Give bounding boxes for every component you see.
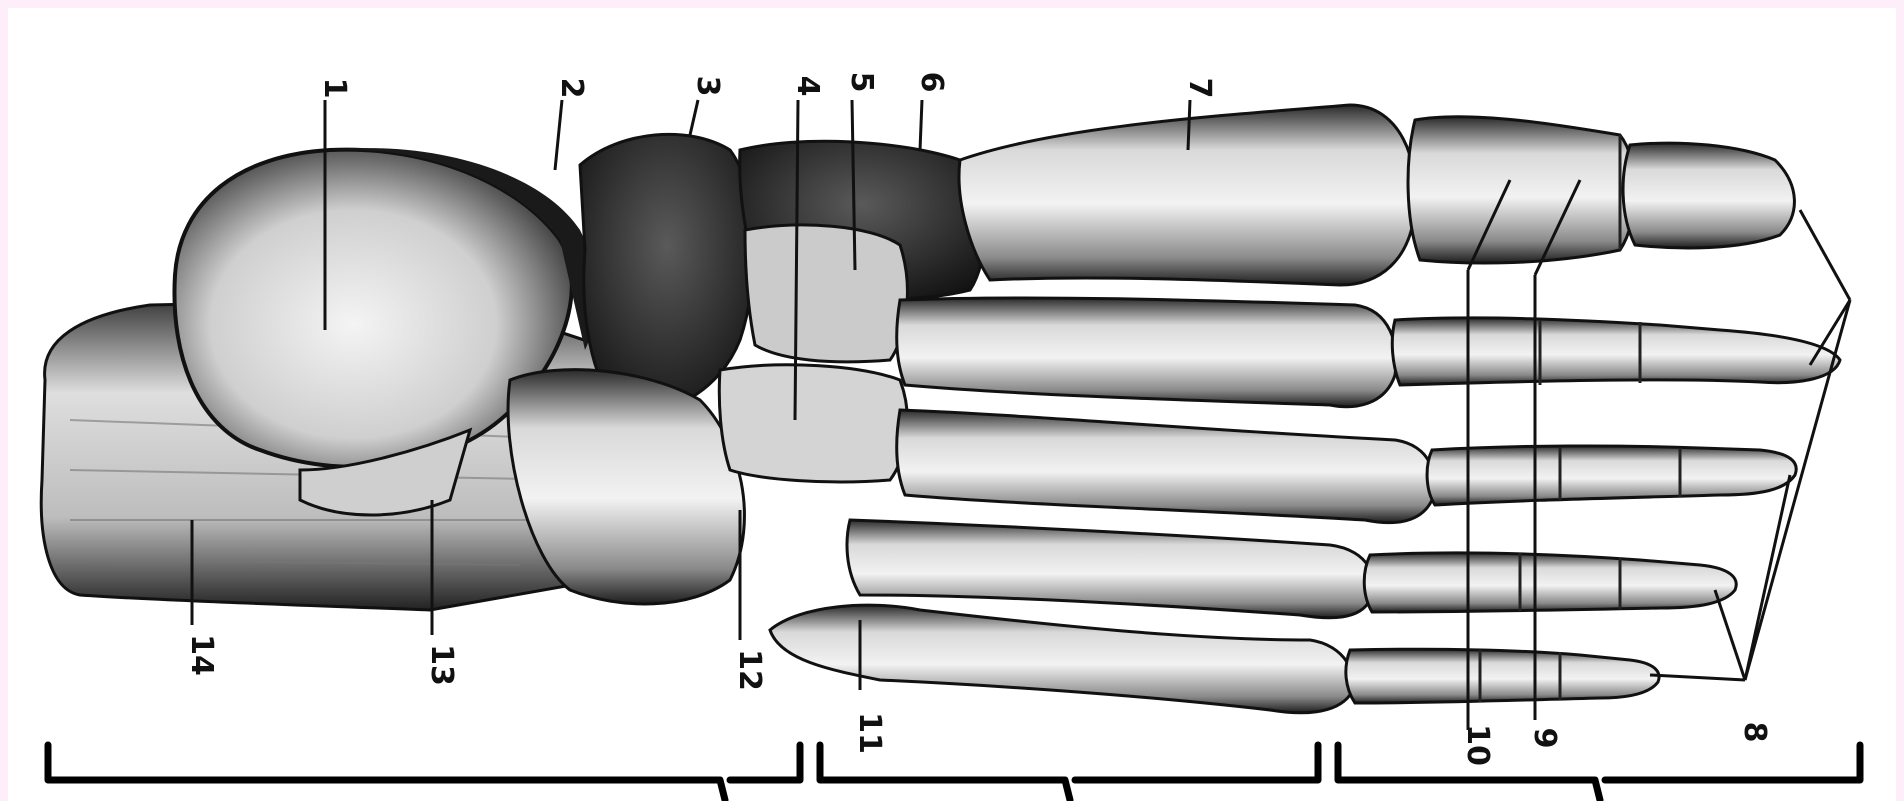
label-1: 1 xyxy=(317,78,352,99)
label-13: 13 xyxy=(424,644,459,686)
label-3: 3 xyxy=(690,76,725,97)
toe5-phalanges xyxy=(1346,649,1659,703)
label-8: 8 xyxy=(1737,722,1772,743)
bracket-phalanges xyxy=(1338,745,1860,800)
label-11: 11 xyxy=(852,712,887,754)
label-14: 14 xyxy=(184,634,219,676)
toe4-phalanges xyxy=(1364,553,1736,612)
label-4: 4 xyxy=(790,76,825,97)
toe2-phalanges xyxy=(1392,318,1840,385)
label-7: 7 xyxy=(1182,78,1217,99)
bracket-tarsus xyxy=(48,745,800,800)
label-10: 10 xyxy=(1460,724,1495,766)
metatarsal-3 xyxy=(897,410,1435,523)
lateral-cuneiform-bone xyxy=(719,365,907,482)
bracket-metatarsus xyxy=(820,745,1318,800)
label-6: 6 xyxy=(914,72,949,93)
label-9: 9 xyxy=(1527,728,1562,749)
metatarsal-5 xyxy=(770,605,1353,713)
label-2: 2 xyxy=(554,78,589,99)
label-12: 12 xyxy=(732,649,767,691)
metatarsal-2 xyxy=(897,298,1396,407)
intermediate-cuneiform-bone xyxy=(745,225,907,362)
metatarsal-4 xyxy=(847,520,1374,618)
hallux-proximal-phalanx xyxy=(1408,117,1635,263)
toe3-phalanges xyxy=(1427,446,1796,505)
label-5: 5 xyxy=(844,72,879,93)
hallux-distal-phalanx xyxy=(1623,143,1794,248)
